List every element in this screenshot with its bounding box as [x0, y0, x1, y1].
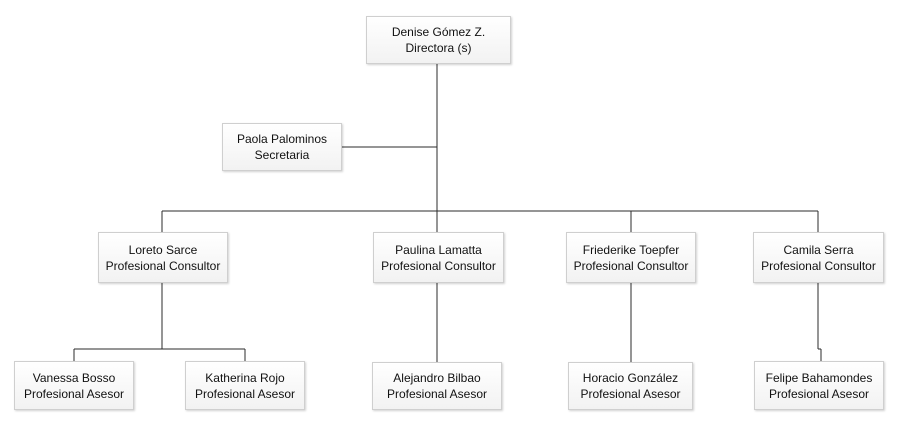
node-role: Profesional Consultor	[761, 258, 876, 273]
node-role: Profesional Asesor	[194, 386, 296, 401]
node-advisor: Vanessa Bosso Profesional Asesor	[14, 361, 134, 410]
node-name: Paola Palominos	[236, 132, 328, 146]
node-name: Horacio González	[582, 371, 679, 385]
node-advisor: Felipe Bahamondes Profesional Asesor	[754, 361, 884, 410]
node-role: Secretaria	[254, 148, 310, 162]
node-name: Vanessa Bosso	[32, 370, 116, 385]
node-name: Loreto Sarce	[128, 242, 198, 257]
node-name: Felipe Bahamondes	[765, 370, 873, 385]
node-consultant: Paulina Lamatta Profesional Consultor	[373, 232, 504, 283]
node-role: Profesional Consultor	[573, 258, 689, 273]
node-name: Denise Gómez Z.	[391, 25, 486, 39]
node-advisor: Alejandro Bilbao Profesional Asesor	[372, 362, 502, 410]
node-role: Directora (s)	[405, 41, 472, 55]
node-consultant: Friederike Toepfer Profesional Consultor	[566, 232, 696, 283]
node-name: Friederike Toepfer	[582, 242, 680, 257]
node-name: Paulina Lamatta	[395, 242, 482, 257]
node-director: Denise Gómez Z. Directora (s)	[366, 16, 511, 64]
node-role: Profesional Asesor	[768, 386, 870, 401]
node-advisor: Horacio González Profesional Asesor	[568, 362, 693, 410]
node-role: Profesional Consultor	[381, 258, 496, 273]
node-consultant: Camila Serra Profesional Consultor	[753, 232, 884, 283]
node-role: Profesional Consultor	[105, 258, 221, 273]
node-role: Profesional Asesor	[386, 387, 488, 401]
node-name: Camila Serra	[783, 242, 854, 257]
node-name: Katherina Rojo	[205, 370, 285, 385]
node-role: Profesional Asesor	[580, 387, 681, 401]
node-name: Alejandro Bilbao	[393, 371, 481, 385]
node-advisor: Katherina Rojo Profesional Asesor	[185, 361, 305, 410]
node-role: Profesional Asesor	[23, 386, 125, 401]
node-secretary: Paola Palominos Secretaria	[222, 123, 342, 171]
node-consultant: Loreto Sarce Profesional Consultor	[98, 232, 228, 283]
